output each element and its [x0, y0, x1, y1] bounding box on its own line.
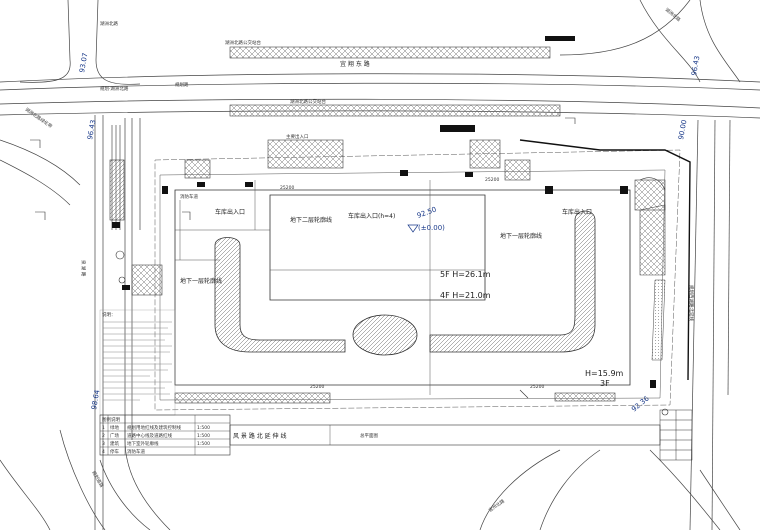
dim-top-right: 25200 [485, 177, 499, 183]
top-right-road-label: 湖洲北路 [664, 6, 683, 23]
legend-cell: 道路中心线及道路红线 [127, 432, 172, 439]
north-road-label: 湖洲北路 [100, 20, 118, 27]
plaza-ne [634, 179, 666, 211]
plaza-west [131, 264, 163, 296]
legend-cell: 2 [102, 433, 105, 439]
elevation-nw: 93.07 [78, 52, 89, 73]
title-strip: 风 景 路 北 延 伸 线 总平面图 [229, 424, 661, 446]
bus-stop-label-2: 湖洲北路公交站台 [290, 98, 326, 105]
elevation-e: 90.00 [677, 119, 688, 140]
plaza-top-left [267, 139, 344, 169]
title-main: 风 景 路 北 延 伸 线 [233, 432, 286, 440]
bus-stop-marker [545, 36, 575, 41]
legend-cell: 3 [102, 441, 105, 447]
center-elevation-marker: 92.50 (±0.00) [407, 206, 445, 233]
landscape-center-oval [352, 314, 418, 356]
bus-stop-band-top [229, 46, 551, 59]
bus-stop-label-1: 湖洲北路公交站台 [225, 39, 261, 46]
plaza-east [639, 204, 666, 276]
plaza-south-left [174, 392, 331, 404]
legend-cell: 4 [102, 449, 105, 455]
legend-cell: 1:500 [197, 425, 210, 431]
landscape-left [214, 237, 346, 353]
legend-cell: 广场 [110, 432, 119, 439]
fire-lane-label: 消防车道 [180, 193, 198, 200]
tower-4f-label: 4F H=21.0m [440, 291, 491, 300]
bus-stop-marker-2 [440, 125, 475, 132]
svg-text:92.50: 92.50 [416, 206, 438, 220]
entrance-left-label: 车库出入口 [215, 208, 245, 216]
legend-cell: 1:500 [197, 441, 210, 447]
top-road-label: 宜 翔 东 路 [340, 60, 370, 68]
plaza-top-right-2 [504, 159, 531, 181]
plaza-top-right [469, 139, 501, 169]
green-strip-east [651, 279, 666, 361]
entrance-right-label: 车库出入口 [562, 208, 592, 216]
legend-cell: 1:500 [197, 433, 210, 439]
title-sub: 总平面图 [360, 432, 378, 439]
basement-1-right-label: 地下一层轮廓线 [500, 232, 542, 240]
plaza-nw [184, 159, 211, 179]
legend-cell: 绿地 [110, 424, 119, 431]
top-left-small-road-label: 规划路 [175, 81, 189, 88]
left-vertical-road-label: 泉 湖 路 [80, 260, 87, 277]
tower-5f-label: 5F H=26.1m [440, 270, 491, 279]
entrance-center-label: 车库出入口(h=4) [348, 212, 395, 220]
site-boundary [154, 139, 691, 411]
low-3f-label: 3F [600, 379, 610, 388]
landscape-right [429, 210, 596, 353]
left-mid-road-label: 湖洲北路绿化带 [24, 106, 54, 130]
dim-bottom-left: 25200 [310, 384, 324, 390]
elevation-ne: 96.43 [690, 55, 701, 76]
basement-1-left-label: 地下一层轮廓线 [180, 277, 222, 285]
legend-cell: 1 [102, 425, 105, 431]
legend-cell: 建筑 [110, 440, 119, 447]
notes-block: 说明： [99, 309, 176, 416]
svg-text:图例说明: 图例说明 [102, 416, 120, 423]
dim-bottom-right: 25200 [530, 384, 544, 390]
svg-text:说明：: 说明： [102, 311, 116, 318]
low-3f-height-label: H=15.9m [585, 369, 624, 378]
plaza-south-right [554, 392, 616, 402]
legend-cell: 停车 [110, 448, 119, 455]
left-upper-road-label: 规划·湖洲北路 [100, 85, 129, 92]
legend-cell: 规划用地红线及建筑控制线 [127, 424, 181, 431]
title-block-right [659, 409, 693, 461]
elevation-sw: 98.64 [90, 389, 101, 411]
misc-marks [30, 117, 669, 416]
elevation-se: 92.36 [630, 394, 651, 413]
dark-markers [112, 170, 656, 388]
gate-top-label: 主要出入口 [286, 133, 309, 140]
legend-cell: 地下室外轮廓线 [127, 440, 159, 447]
right-vertical-road-label: 规划西湖路北延线 [688, 285, 695, 321]
dim-top-left: 25200 [280, 185, 294, 191]
elevation-w: 96.43 [86, 119, 97, 140]
bus-stop-band-bottom [229, 104, 561, 117]
basement-2-label: 地下二层轮廓线 [290, 216, 332, 224]
legend-cell: 消防车道 [127, 448, 145, 455]
svg-text:(±0.00): (±0.00) [418, 224, 445, 232]
left-rail-lines [109, 125, 125, 230]
